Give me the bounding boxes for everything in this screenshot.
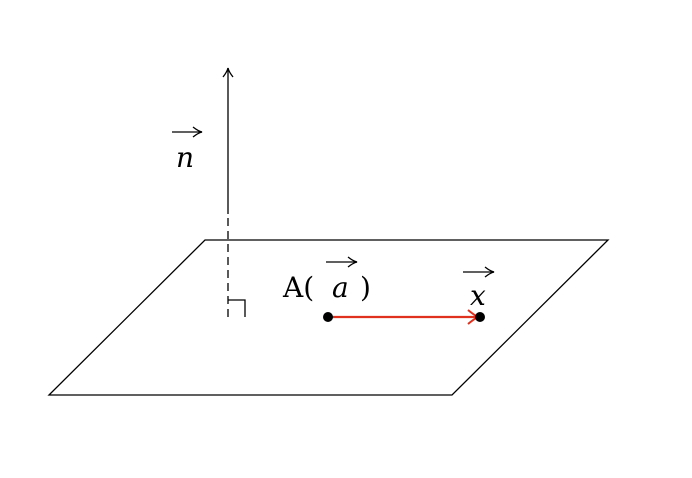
point-a-suffix: ): [360, 271, 371, 304]
normal-label: n: [172, 126, 203, 174]
right-angle-mark: [228, 299, 246, 317]
normal-label-text: n: [176, 141, 194, 174]
point-a-vector: a: [332, 271, 349, 304]
vector-x-label: x: [463, 266, 495, 312]
point-x: [475, 312, 485, 322]
point-a-prefix: A(: [282, 271, 314, 304]
plane: [47, 239, 610, 396]
point-a-label: A( a ): [282, 256, 371, 304]
point-a: [323, 312, 333, 322]
vector-x-text: x: [470, 279, 486, 312]
